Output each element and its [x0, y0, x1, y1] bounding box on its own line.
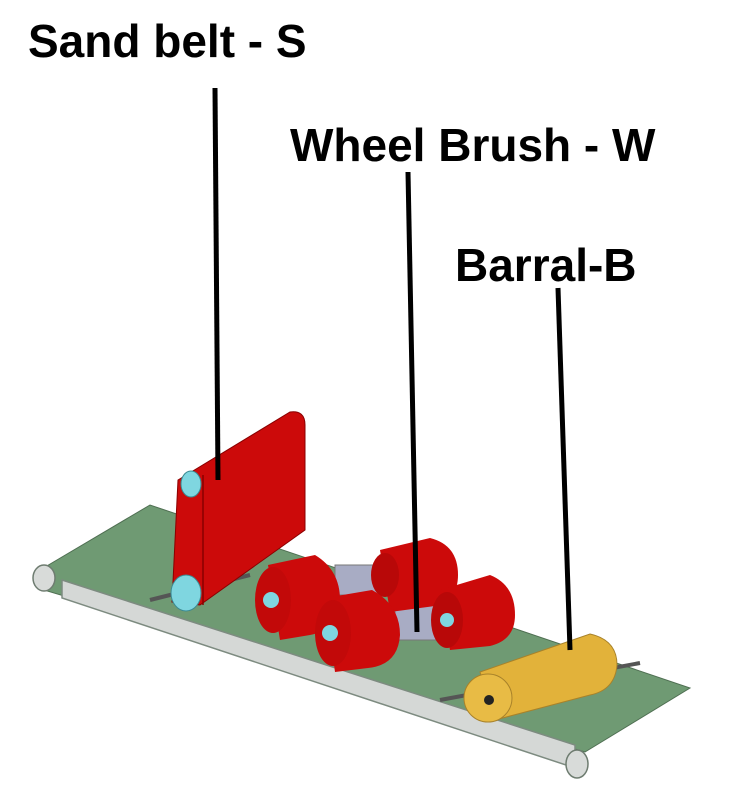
sand-belt-label: Sand belt - S	[28, 15, 307, 67]
wheel-brush-leader-line	[405, 171, 420, 633]
barrel-leader-line	[555, 287, 573, 651]
barrel-unit	[463, 633, 618, 723]
sand-belt-body	[171, 411, 306, 606]
sand-belt-top-pulley	[180, 470, 202, 498]
wheel-brush-face	[371, 553, 399, 597]
barrel-label: Barral-B	[455, 239, 637, 291]
sand-belt-leader-line	[212, 87, 221, 481]
wheel-brush-label: Wheel Brush - W	[290, 119, 656, 171]
left-roller	[32, 564, 56, 592]
wheel-brush-unit	[255, 538, 515, 672]
barrel-body	[479, 633, 618, 721]
sand-belt-bottom-pulley	[170, 574, 202, 612]
sand-belt-unit	[170, 411, 306, 612]
right-roller	[565, 749, 589, 779]
wheel-brush	[380, 538, 458, 612]
